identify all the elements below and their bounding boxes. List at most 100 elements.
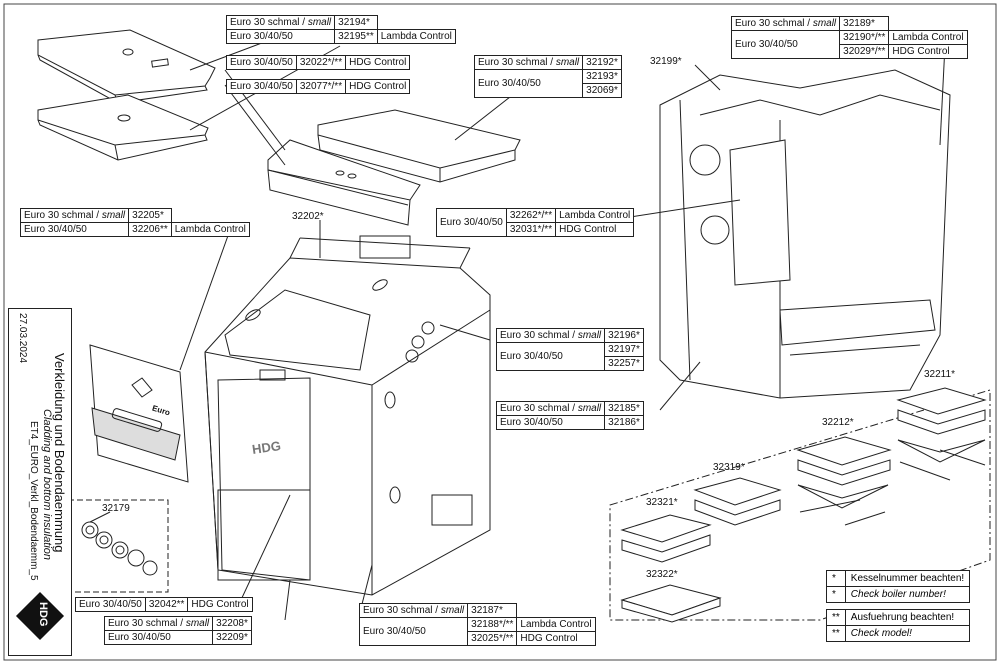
part-number: 32208* (212, 616, 252, 631)
legend-text: Ausfuehrung beachten! (844, 609, 971, 626)
part-number: 32185* (604, 401, 644, 416)
label-text: Euro 30/40/50 (75, 597, 146, 612)
part-number: 32069* (582, 83, 622, 98)
drawing-date: 27.03.2024 (17, 313, 28, 364)
label-text: small (307, 17, 332, 28)
legend-mark: * (826, 570, 846, 587)
legend-mark: ** (826, 609, 846, 626)
callout-32212: 32212* (822, 417, 854, 428)
part-number: 32195** (334, 29, 378, 44)
label-text: Lambda Control (888, 30, 968, 45)
label-text: Euro 30/40/50 (495, 342, 606, 371)
part-number: 32188*/** (467, 617, 518, 632)
label-text: HDG Control (187, 597, 253, 612)
top-cover-panel-upper (37, 29, 216, 104)
title-german: Verkleidung und Bodendaemmung (52, 353, 67, 553)
legend-text: Kesselnummer beachten! (844, 570, 971, 587)
label-text: small (185, 618, 210, 629)
label-text: Euro 30/40/50 (226, 55, 297, 70)
callout-32211: 32211* (924, 369, 955, 380)
label-text: Euro 30 schmal / (500, 403, 578, 414)
label-text: Euro 30/40/50 (436, 208, 507, 237)
part-number: 32189* (839, 16, 890, 31)
label-text: Euro 30/40/50 (226, 79, 297, 94)
legend-mark: ** (826, 625, 846, 642)
gasket-rings (81, 521, 158, 576)
part-number: 32042** (144, 597, 189, 612)
label-text: Euro 30/40/50 (495, 415, 606, 430)
label-text: Euro 30 schmal / (108, 618, 186, 629)
callout-32202: 32202* (292, 211, 324, 222)
part-number: 32186* (604, 415, 644, 430)
top-cover-panel-lower (37, 94, 209, 161)
insulation-blocks (620, 387, 987, 623)
label-text: Euro 30 schmal / (735, 18, 813, 29)
label-text: HDG Control (345, 79, 411, 94)
part-number: 32022*/** (295, 55, 347, 70)
legend-table: *Kesselnummer beachten! *Check boiler nu… (826, 570, 971, 642)
label-text: HDG Control (555, 222, 635, 237)
label-text: small (440, 605, 465, 616)
label-text: Euro 30 schmal / (24, 210, 102, 221)
label-text: Lambda Control (376, 29, 456, 44)
callout-32319: 32319* (713, 462, 745, 473)
label-text: Euro 30 schmal / (500, 330, 578, 341)
part-number: 32029*/** (839, 44, 890, 59)
part-number: 32206** (128, 222, 172, 237)
label-text: Lambda Control (555, 208, 635, 223)
hdg-logo-text: HDG (37, 602, 49, 627)
label-text: Euro 30/40/50 (225, 29, 336, 44)
legend-mark: * (826, 586, 846, 603)
title-english: Cladding and bottom insulation (41, 409, 53, 561)
label-text: HDG Control (345, 55, 411, 70)
part-number: 32077*/** (295, 79, 347, 94)
label-text: small (812, 18, 837, 29)
label-text: Lambda Control (170, 222, 250, 237)
label-text: HDG Control (888, 44, 968, 59)
part-number: 32031*/** (505, 222, 557, 237)
legend-text: Check model! (844, 625, 971, 642)
callout-32321: 32321* (646, 497, 678, 508)
drawing-id: ET4_EURO_Verkl_Bodendaemm_5 (28, 421, 39, 581)
boiler-rear-view (659, 69, 951, 399)
label-text: Euro 30/40/50 (103, 630, 214, 645)
label-text: Lambda Control (516, 617, 596, 632)
title-block: 27.03.2024 Verkleidung und Bodendaemmung… (8, 308, 72, 656)
part-number: 32187* (467, 603, 518, 618)
callout-32322: 32322* (646, 569, 678, 580)
label-text: Euro 30/40/50 (358, 617, 469, 646)
part-number: 32257* (604, 356, 644, 371)
label-text: small (555, 57, 580, 68)
part-number: 32192* (582, 55, 622, 70)
front-door-panel (89, 344, 189, 483)
top-lid-panel (317, 109, 521, 183)
label-text: Euro 30 schmal / (363, 605, 441, 616)
part-number: 32196* (604, 328, 644, 343)
legend-text: Check boiler number! (844, 586, 971, 603)
label-text: Euro 30/40/50 (473, 69, 584, 98)
front-top-panel (267, 139, 421, 226)
part-number: 32190*/** (839, 30, 890, 45)
label-text: HDG Control (516, 631, 596, 646)
part-number: 32194* (334, 15, 378, 30)
part-number: 32209* (212, 630, 252, 645)
label-text: Euro 30 schmal / (478, 57, 556, 68)
label-text: small (577, 330, 602, 341)
part-number: 32025*/** (467, 631, 518, 646)
part-number: 32262*/** (505, 208, 557, 223)
label-text: Euro 30 schmal / (230, 17, 308, 28)
boiler-body-front (204, 235, 491, 596)
part-number: 32197* (604, 342, 644, 357)
